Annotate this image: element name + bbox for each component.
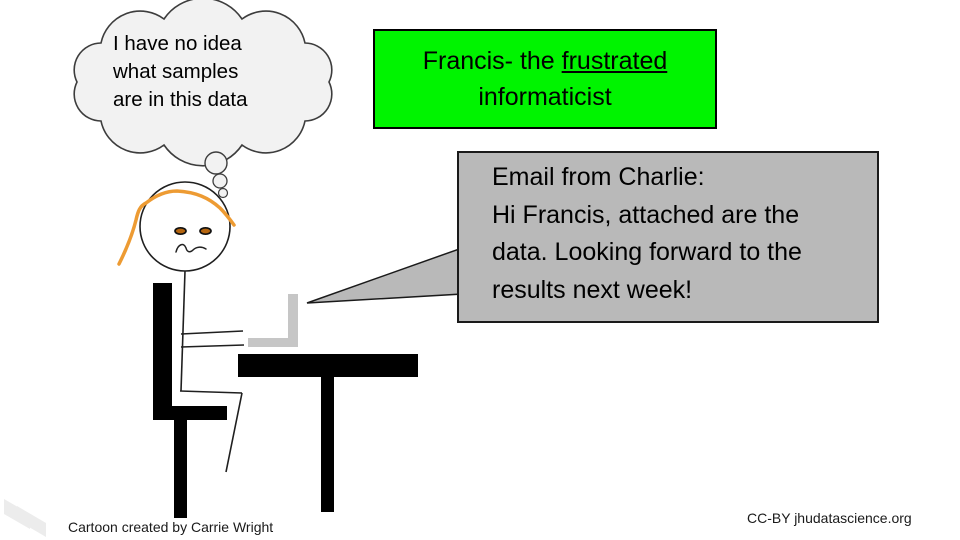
chair-leg bbox=[174, 420, 187, 518]
speech-bubble-box bbox=[457, 151, 879, 323]
speech-line-2: Hi Francis, attached are the bbox=[492, 200, 800, 229]
thought-line-2: what samples bbox=[113, 60, 239, 83]
speech-line-4: results next week! bbox=[492, 275, 693, 304]
figure-shin bbox=[225, 392, 243, 473]
laptop bbox=[248, 294, 298, 347]
title-prefix: Francis- the bbox=[422, 47, 562, 75]
chair-back bbox=[153, 283, 172, 420]
figure-arm-upper bbox=[180, 330, 244, 335]
thought-bubble-text: I have no idea what samples are in this … bbox=[113, 30, 303, 114]
title-line-1: Francis- the frustrated bbox=[375, 43, 715, 79]
speech-bubble-text: Email from Charlie: Hi Francis, attached… bbox=[458, 152, 878, 322]
license-text: CC-BY jhudatascience.org bbox=[747, 510, 912, 526]
thought-trail-bubble-small bbox=[217, 187, 229, 199]
desk bbox=[238, 354, 418, 512]
title-box: Francis- the frustrated informaticist bbox=[373, 29, 717, 129]
figure-arm-lower bbox=[180, 344, 245, 348]
stick-figure bbox=[117, 181, 245, 473]
watermark-band-lower bbox=[17, 506, 46, 537]
thought-cloud bbox=[73, 0, 333, 167]
figure-left-eye bbox=[174, 226, 187, 236]
figure-head bbox=[139, 181, 231, 272]
title-underlined-word: frustrated bbox=[561, 47, 668, 75]
chair-seat bbox=[153, 406, 227, 420]
speech-line-3: data. Looking forward to the bbox=[492, 238, 802, 266]
thought-trail-bubble-large bbox=[204, 151, 228, 175]
watermark-logo bbox=[4, 499, 46, 537]
chair bbox=[153, 283, 227, 518]
desk-top bbox=[238, 354, 418, 377]
speech-line-1: Email from Charlie: bbox=[492, 163, 705, 191]
thought-line-1: I have no idea bbox=[113, 32, 242, 55]
desk-leg bbox=[321, 377, 334, 512]
figure-body bbox=[180, 270, 186, 392]
figure-hair bbox=[117, 189, 236, 266]
speech-bubble-tail bbox=[306, 246, 463, 304]
thought-trail-bubble-medium bbox=[212, 173, 228, 189]
figure-thigh bbox=[179, 390, 243, 394]
figure-right-eye bbox=[199, 226, 212, 236]
title-line-2: informaticist bbox=[478, 83, 612, 111]
credit-text: Cartoon created by Carrie Wright bbox=[68, 519, 274, 535]
figure-mouth bbox=[175, 243, 207, 253]
thought-line-3: are in this data bbox=[113, 88, 248, 111]
